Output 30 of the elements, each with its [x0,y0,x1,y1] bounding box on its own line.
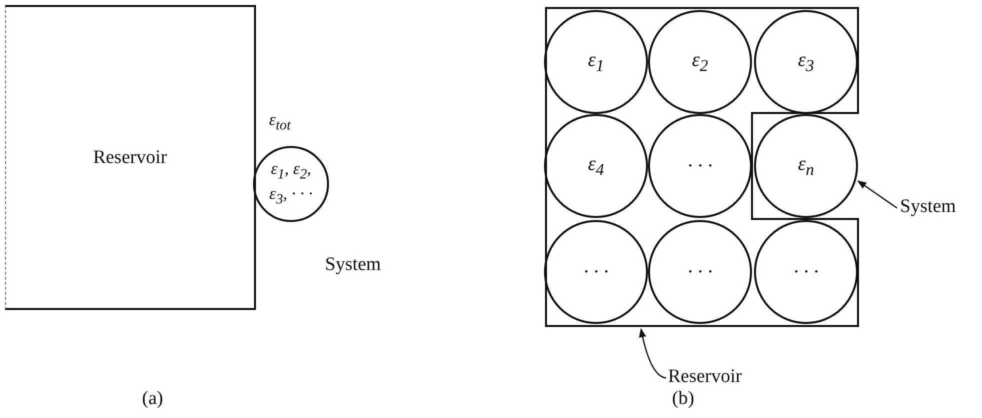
system-circle [253,146,329,222]
system-label: System [325,254,381,276]
reservoir-box [5,5,256,310]
cell-energy-label: ε$_{1}$ [588,48,604,76]
cell-energy-label: · · · [794,260,818,284]
panel-label: (a) [142,388,164,410]
reservoir-label: Reservoir [93,146,167,168]
cell-circle [648,114,752,218]
cell-circle [648,10,752,114]
cell-circle [544,10,648,114]
panel-label: (b) [672,388,694,410]
callout-label: Reservoir [668,366,742,388]
callout-label: System [900,196,956,218]
energy-list: ε$_{1}$, ε$_{2}$, ε$_{3}$, · · · [260,158,322,210]
cell-circle [544,114,648,218]
cell-energy-label: · · · [584,260,608,284]
leader-line [639,328,666,379]
cell-energy-label: ε$_{2}$ [692,48,708,76]
cell-energy-label: ε$_{3}$ [798,48,814,76]
cell-circle [544,220,648,324]
cell-energy-label: · · · [688,260,712,284]
cell-circle [754,10,858,114]
cell-energy-label: ε$_{n}$ [798,152,814,180]
cell-circle [754,220,858,324]
cell-energy-label: ε$_{4}$ [588,152,604,180]
leader-line [857,180,898,209]
cell-circle [648,220,752,324]
cell-energy-label: · · · [688,154,712,178]
cell-circle [754,114,858,218]
energy-total-label: ε$_{tot}$ [269,110,291,134]
